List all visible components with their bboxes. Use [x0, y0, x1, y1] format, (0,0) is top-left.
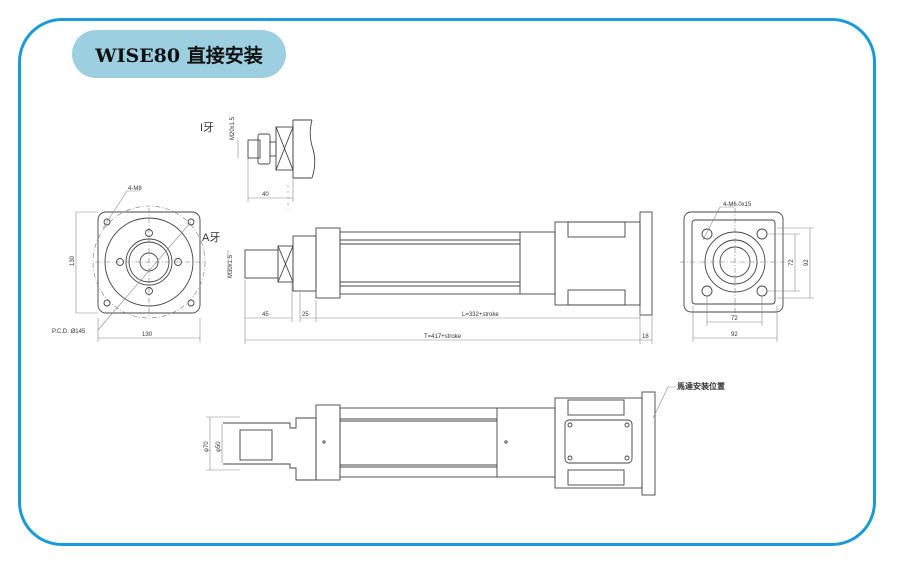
t-dim: T=417+stroke: [424, 334, 462, 340]
motor-mount-label: 馬達安装位置: [677, 381, 725, 391]
front-width: 130: [142, 332, 153, 338]
rod-length-dim: 45: [262, 312, 269, 318]
rear-view: 4-M6.0x15 72 92 72 92: [680, 202, 814, 342]
rear-h-inner: 72: [731, 316, 738, 322]
bottom-view: φ70 φ50 馬達安装位置: [204, 381, 725, 496]
collar-dim: 25: [302, 312, 309, 318]
pcd-label: P.C.D. Ø145: [52, 329, 86, 335]
i-thread-length: 40: [262, 192, 269, 198]
a-thread-spec: M30x1.5: [228, 254, 234, 278]
rear-v-inner: 72: [789, 259, 795, 266]
front-height: 130: [70, 255, 76, 266]
content-frame: [18, 18, 876, 546]
page-title: WISE80 直接安装: [72, 30, 286, 78]
side-view: A牙 M30x1.5 45 25 L=332+stroke T=417+stro…: [202, 211, 653, 344]
rear-v-outer: 92: [804, 259, 810, 266]
flange-dim: 18: [642, 334, 649, 340]
front-holes-label: 4-M8: [128, 186, 142, 192]
outer-dia-dim: φ70: [204, 441, 210, 452]
a-thread-label: A牙: [202, 232, 220, 244]
l-dim: L=332+stroke: [462, 312, 499, 318]
i-thread-detail: I牙 M20x1.5 40: [200, 116, 316, 210]
inner-dia-dim: φ50: [216, 441, 222, 452]
rear-h-outer: 92: [731, 332, 738, 338]
front-view: 4-M8 P.C.D. Ø145 130 130: [52, 186, 206, 342]
i-thread-label: I牙: [200, 122, 214, 134]
rear-holes-label: 4-M6.0x15: [723, 202, 752, 208]
i-thread-spec: M20x1.5: [230, 116, 236, 140]
